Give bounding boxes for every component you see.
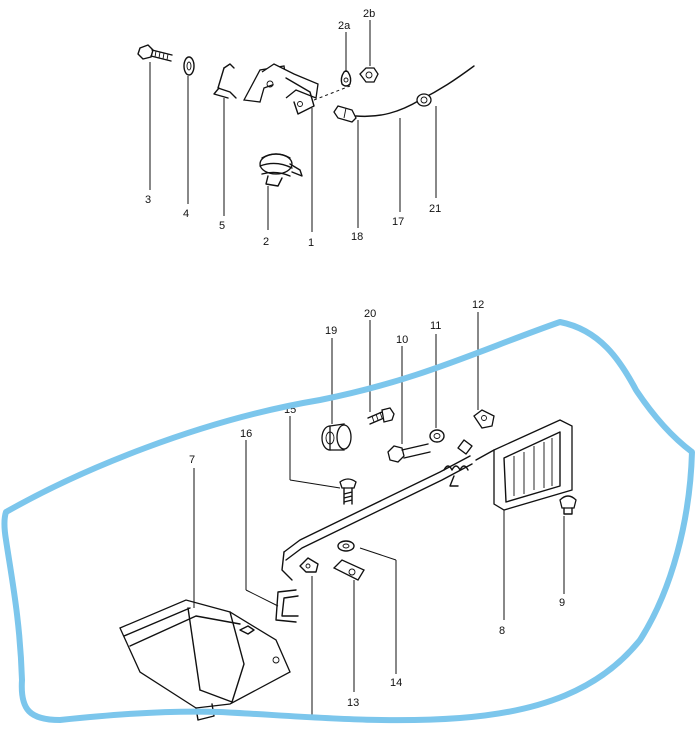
- part-19-bushing: [321, 423, 352, 451]
- label-2: 2: [263, 236, 269, 248]
- part-18-sleeve: [333, 105, 357, 123]
- part-2-mount: [259, 153, 303, 187]
- pedal-rod: [281, 439, 473, 581]
- label-17: 17: [392, 216, 404, 228]
- part-15-screw: [339, 478, 357, 505]
- label-9: 9: [559, 597, 565, 609]
- label-3: 3: [145, 194, 151, 206]
- label-4: 4: [183, 208, 189, 220]
- part-13-plate: [332, 559, 365, 581]
- part-10-bolt: [387, 443, 431, 463]
- part-21-grommet: [416, 93, 432, 107]
- label-5: 5: [219, 220, 225, 232]
- small-clip: [299, 557, 319, 573]
- part-9-button: [559, 495, 577, 515]
- bottom-leader-lines: [193, 312, 565, 720]
- label-16: 16: [240, 428, 252, 440]
- part-11-washer: [429, 429, 445, 443]
- label-1: 1: [308, 237, 314, 249]
- label-10: 10: [396, 334, 408, 346]
- part-12-nut: [473, 409, 495, 429]
- top-leader-lines: [149, 20, 437, 232]
- label-19: 19: [325, 325, 337, 337]
- label-12: 12: [472, 299, 484, 311]
- part-3-bolt: [137, 44, 173, 62]
- part-14-washer: [337, 540, 355, 552]
- part-5-clip: [213, 63, 237, 99]
- label-7: 7: [189, 454, 195, 466]
- label-2b: 2b: [363, 8, 375, 20]
- part-8-pedal: [475, 419, 573, 511]
- part-1-bracket: [242, 63, 351, 115]
- highlight-marker-outline: [1, 319, 695, 724]
- part-20-bolt: [367, 407, 395, 425]
- label-8: 8: [499, 625, 505, 637]
- part-2a-link: [340, 70, 352, 87]
- label-11: 11: [430, 320, 441, 332]
- part-16-clip: [275, 589, 299, 623]
- part-2b-nut: [359, 67, 379, 83]
- label-13: 13: [347, 697, 359, 709]
- label-21: 21: [429, 203, 441, 215]
- label-14: 14: [390, 677, 402, 689]
- part-7-cover: [119, 599, 291, 721]
- part-4-washer: [183, 56, 195, 76]
- label-20: 20: [364, 308, 376, 320]
- label-2a: 2a: [338, 20, 351, 32]
- label-18: 18: [351, 231, 363, 243]
